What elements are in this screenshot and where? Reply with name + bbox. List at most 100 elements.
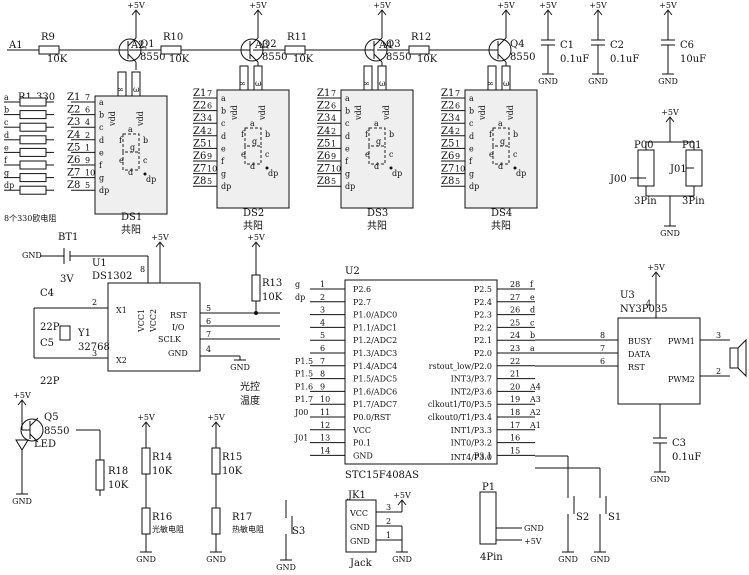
rtc-vcc2: VCC2 [149, 309, 158, 333]
mcu-left-pin-label: GND [353, 451, 373, 460]
segment-label-f: f [119, 136, 123, 145]
vcc-label: +5V [539, 1, 557, 10]
mcu-left-pin-number: 12 [320, 421, 330, 430]
led-transistor-type: 8550 [44, 426, 69, 437]
jumper-name: P01 [682, 140, 701, 151]
segment-pin-number: 2 [331, 127, 336, 136]
mcu-left-pin-label: P1.6/ADC6 [353, 387, 397, 396]
pin-8-number: ∞ [363, 79, 370, 88]
segment-net-label: Z8 [441, 176, 454, 187]
mcu-right-pin-number: 24 [510, 331, 520, 340]
segment-pin-name: f [221, 157, 225, 166]
pin-8-lead [487, 65, 497, 91]
crystal-value: 32768 [78, 342, 110, 353]
rtc-vcc1: VCC1 [137, 309, 146, 333]
bank-input-e: e [4, 143, 9, 152]
pin-8-lead [239, 65, 249, 91]
vcc-arrow [651, 271, 661, 278]
mcu-right-net: A2 [529, 408, 541, 417]
mcu-right-pin-label: INT1/P3.3 [451, 426, 492, 435]
segment-label-d: d [374, 162, 379, 171]
rtc-pin4: 4 [206, 345, 211, 354]
segment-net-label: Z7 [441, 164, 454, 175]
transistor-emitter [127, 37, 137, 47]
mcu-right-pin-number: 16 [510, 434, 520, 443]
decimal-point [265, 166, 269, 170]
segment-label-dp: dp [516, 169, 526, 178]
jumper-net: J01 [669, 164, 687, 175]
segment-pin-name: d [469, 132, 474, 141]
ground-label: GND [136, 555, 156, 564]
mcu-left-pin-label: P1.3/ADC3 [353, 349, 397, 358]
segment-net-label: Z2 [193, 101, 206, 112]
r17-name: R17 [232, 512, 252, 523]
segment-pin-name: c [345, 119, 350, 128]
decimal-point [143, 172, 147, 176]
segment-label-c: c [389, 150, 394, 159]
r16-desc: 光敏电阻 [152, 524, 184, 534]
segment-net-label: Z7 [317, 164, 330, 175]
segment-pin-name: a [221, 94, 226, 103]
jumper-pins: 3Pin [682, 196, 705, 207]
jack-gnd: GND [350, 523, 370, 532]
segment-label-dp: dp [146, 175, 156, 184]
segment-label-c: c [143, 156, 148, 165]
vdd-label: vdd [108, 111, 117, 127]
rtc-pin3: 3 [92, 349, 97, 358]
display-kind: 共阳 [491, 220, 511, 232]
segment-pin-name: b [345, 107, 350, 116]
ground-label: GND [590, 555, 610, 564]
speaker [729, 347, 739, 369]
voice-pin6: 6 [600, 357, 605, 366]
vcc-label: +5V [659, 1, 677, 10]
capacitor-value: 10uF [680, 54, 706, 65]
mcu-left-pin-number: 1 [320, 280, 325, 289]
vcc-arrow [501, 9, 511, 16]
segment-pin-number: 4 [455, 114, 460, 123]
mcu-left-pin-label: P0.1 [353, 439, 371, 448]
segment-pin-number: 9 [331, 152, 336, 161]
header-label: 4Pin [480, 552, 503, 563]
rtc-pin7: 7 [206, 330, 211, 339]
bank-input-g: g [4, 169, 9, 178]
segment-net-label: Z6 [193, 151, 206, 162]
pin-8-number: ∞ [487, 79, 494, 88]
mcu-right-net: d [530, 306, 535, 315]
segment-pin-number: 6 [455, 102, 460, 111]
transistor-body [488, 38, 512, 62]
ground-label: GND [660, 229, 680, 238]
segment-net-label: Z3 [441, 113, 454, 124]
bank-input-c: c [4, 118, 9, 127]
segment-pin-name: d [221, 132, 226, 141]
transistor-type: 8550 [510, 52, 535, 63]
vdd-label: vdd [258, 105, 267, 121]
mcu-ref: U2 [345, 266, 360, 277]
vdd-label: vdd [382, 105, 391, 121]
vcc-arrow [131, 9, 141, 16]
mcu-right-pin-number: 15 [510, 446, 520, 455]
seven-seg-display [464, 89, 538, 209]
vcc-arrow [211, 421, 221, 428]
rtc-io: I/O [172, 323, 185, 332]
segment-label-e: e [365, 150, 370, 159]
digit-outline [244, 127, 262, 165]
vcc-arrow [253, 9, 263, 16]
mcu-left-pin-label: P1.5/ADC5 [353, 375, 397, 384]
rtc-sclk: SCLK [158, 335, 182, 344]
segment-pin-number: 7 [85, 93, 90, 102]
mcu-right-pin-number: 23 [510, 344, 520, 353]
display-kind: 共阳 [121, 224, 141, 236]
mcu-right-pin-label: P3.1 [474, 451, 492, 460]
vcc-arrow [593, 9, 603, 16]
segment-net-label: Z8 [67, 180, 80, 191]
mcu-right-pin-label: rstout_low/P2.0 [429, 362, 492, 371]
switch-s1: S1 [608, 512, 621, 523]
segment-pin-name: e [99, 148, 104, 157]
ground-label: GND [392, 555, 412, 564]
jumper-net: J00 [609, 174, 627, 185]
mcu-left-pin-number: 2 [320, 293, 325, 302]
mcu-right-pin-label: P2.0 [474, 349, 492, 358]
segment-net-label: Z3 [67, 117, 80, 128]
transistor-type: 8550 [140, 52, 165, 63]
ground-label: GND [588, 77, 608, 86]
